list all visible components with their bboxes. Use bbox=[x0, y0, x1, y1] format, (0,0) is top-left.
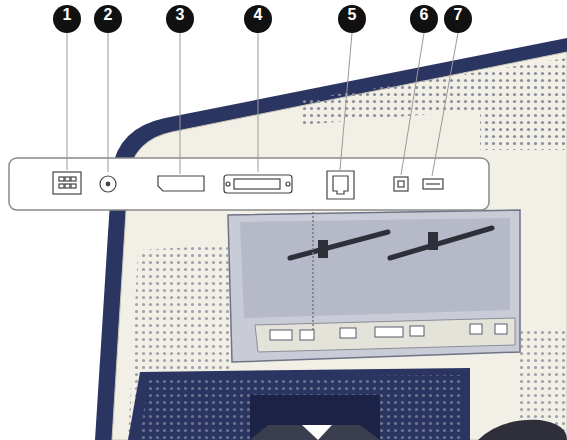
callout-number: 6 bbox=[411, 6, 437, 32]
connector-panel bbox=[9, 158, 489, 210]
stand bbox=[128, 368, 470, 440]
callout-discs bbox=[53, 5, 472, 33]
connector-bay bbox=[228, 210, 520, 362]
bay-back-wall bbox=[240, 218, 510, 318]
callout-number: 3 bbox=[167, 6, 193, 32]
housing-rim bbox=[95, 38, 567, 440]
vent-grille bbox=[300, 58, 567, 150]
callout-number: 1 bbox=[54, 6, 80, 32]
callout-number: 5 bbox=[339, 6, 365, 32]
callout-number: 7 bbox=[445, 6, 471, 32]
callout-number: 2 bbox=[95, 6, 121, 32]
port-icons bbox=[53, 171, 443, 199]
callout-number: 4 bbox=[245, 6, 271, 32]
